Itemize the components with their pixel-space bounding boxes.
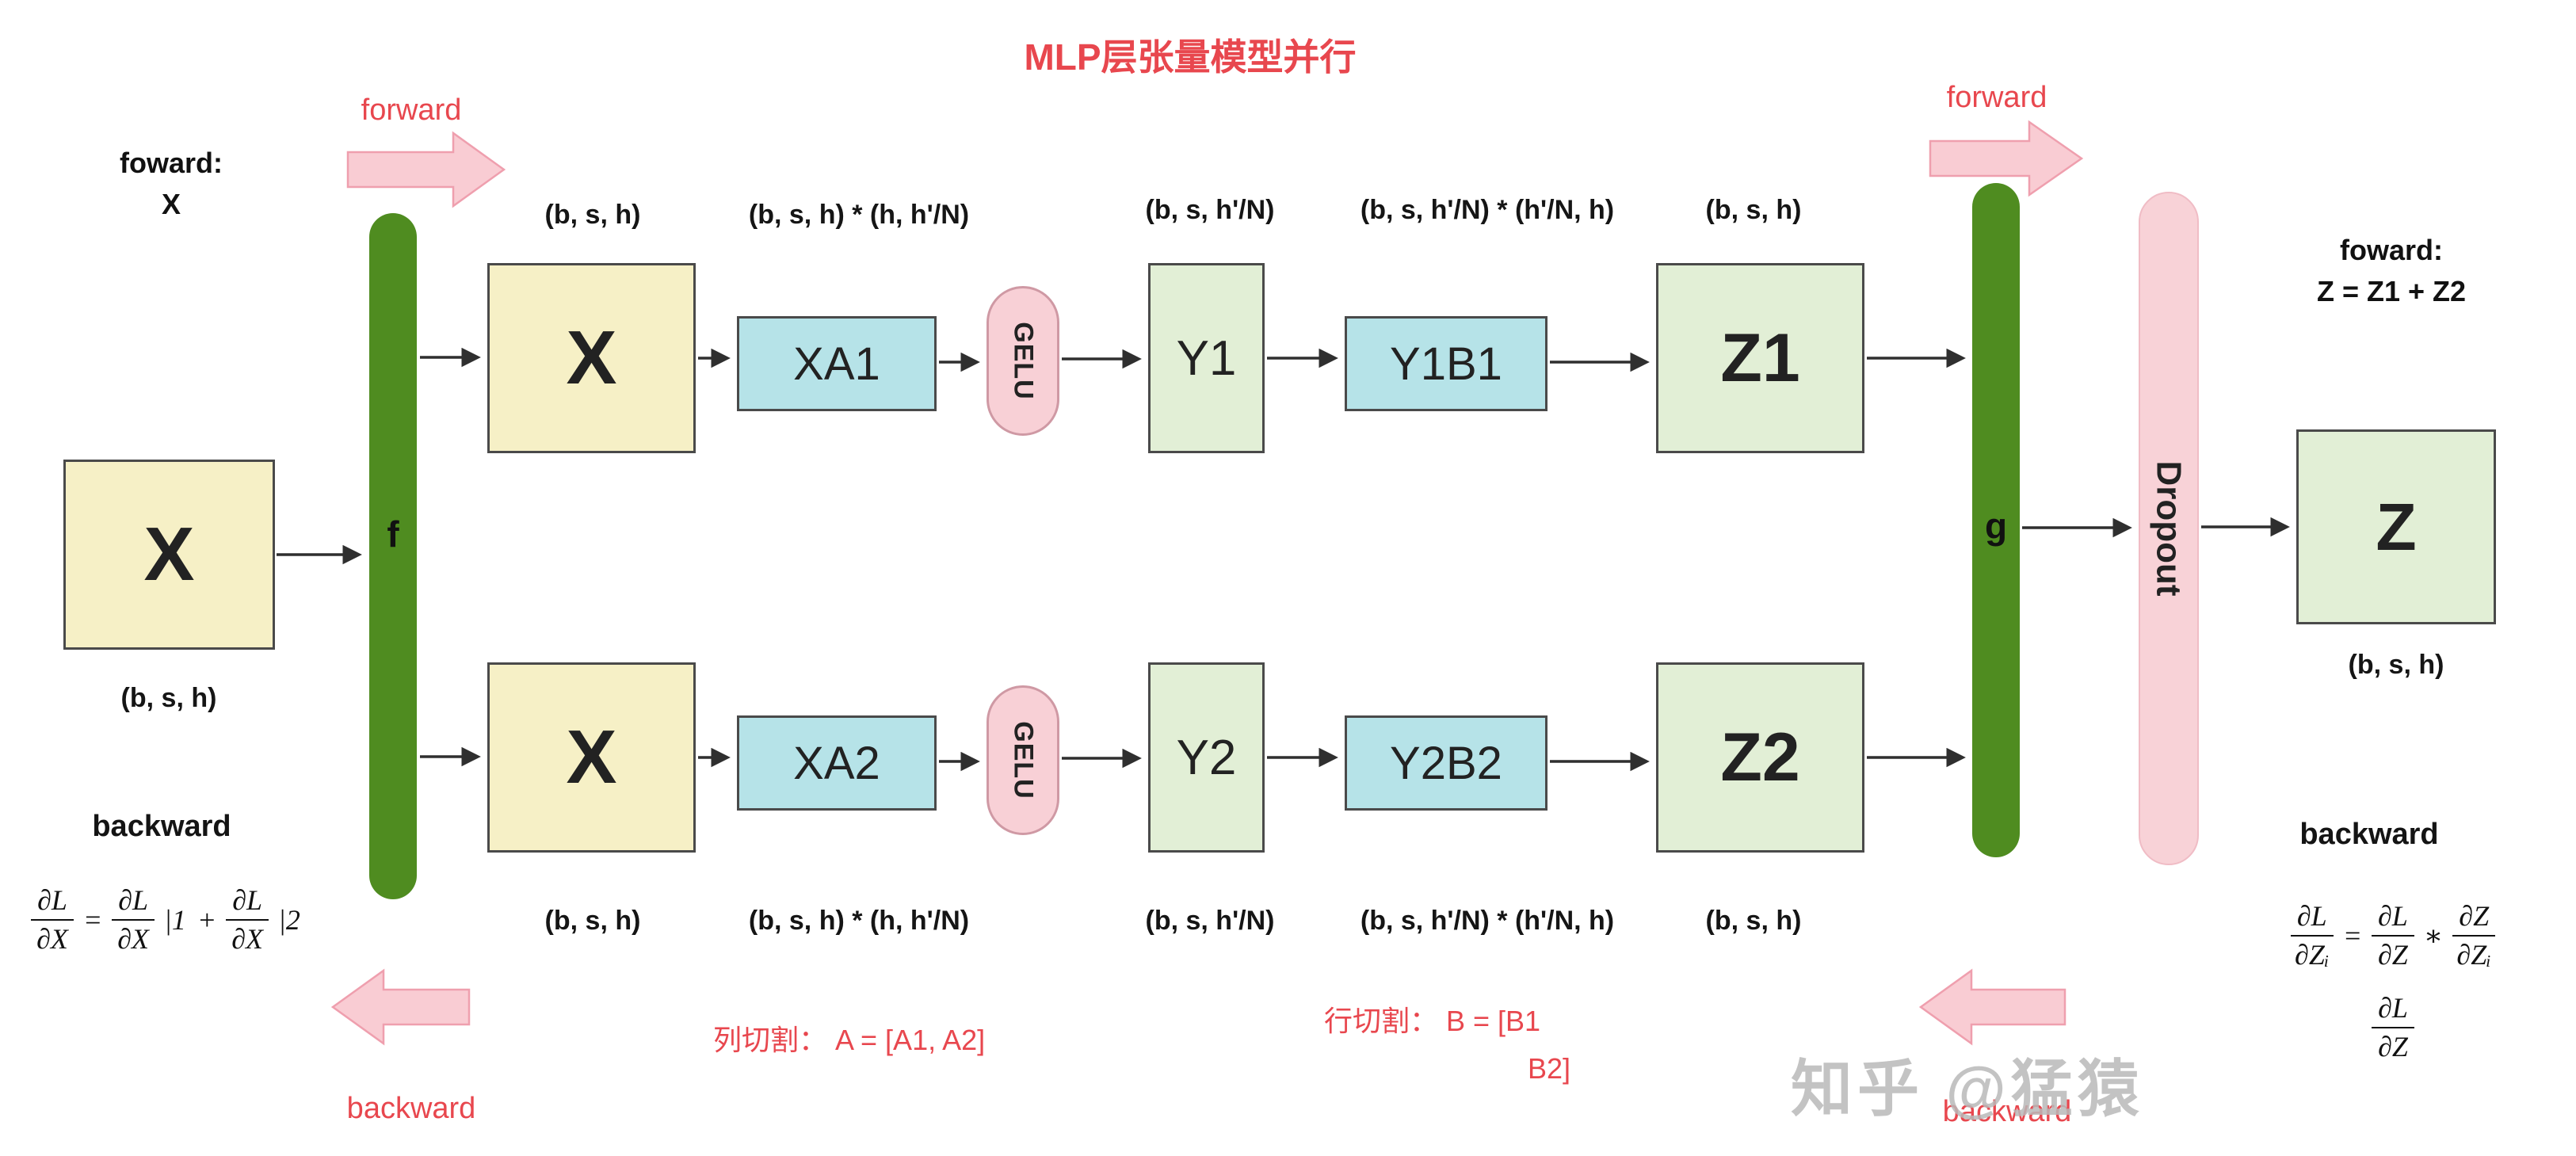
b1-xa-shape: (b, s, h) * (h, h'/N) [748,200,970,230]
b1-yb-box: Y1B1 [1345,316,1548,411]
b1-y-box: Y1 [1148,263,1265,453]
frac-den: ∂Zᵢ [2295,939,2330,971]
b2-x-label: X [566,715,617,799]
dropout-bar: Dropout [2139,192,2199,865]
row-split-annotation-line1: 行切割： B = [B1 [1324,1005,1541,1037]
backward-arrow-icon [1918,968,2067,1046]
b2-x-box: X [487,662,696,853]
column-split-annotation: 列切割： A = [A1, A2] [713,1024,986,1056]
forward-note-left-line1: foward: [120,147,223,179]
equals-sign: = [2342,920,2362,952]
input-x-label: X [143,512,195,597]
b2-yb-label: Y2B2 [1390,737,1502,789]
fraction: ∂L ∂Z [2372,992,2414,1064]
frac-den: ∂Z [2378,1031,2408,1063]
backward-formula-right-2: ∂L ∂Z [2337,992,2448,1064]
b2-gelu-capsule: GELU [987,685,1059,835]
fraction: ∂L ∂X [112,884,155,956]
forward-note-right: foward: Z = Z1 + Z2 [2317,230,2466,312]
forward-arrow-icon [346,131,506,208]
times-sign: ∗ [2423,920,2444,952]
b1-yb-label: Y1B1 [1390,338,1502,390]
plus-sign: + [197,904,217,937]
b2-yb-shape: (b, s, h'/N) * (h'/N, h) [1360,906,1615,936]
equals-sign: = [82,904,103,937]
b2-xa-box: XA2 [737,715,937,811]
forward-note-right-line1: foward: [2339,234,2443,266]
backward-label-right: backward [1942,1095,2072,1128]
forward-note-left-line2: X [161,188,181,221]
frac-den: ∂Zᵢ [2456,939,2491,971]
b2-gelu-label: GELU [1008,721,1039,799]
frac-den: ∂Z [2378,939,2408,971]
b2-z-shape: (b, s, h) [1705,906,1802,936]
b1-y-shape: (b, s, h'/N) [1145,195,1275,225]
b2-y-box: Y2 [1148,662,1265,853]
output-z-shape: (b, s, h) [2348,650,2444,680]
backward-label-left: backward [346,1092,476,1125]
g-operator-label: g [1984,506,2008,547]
frac-den: ∂X [231,923,263,956]
input-x-box: X [63,460,275,650]
forward-arrow-icon [1929,120,2084,197]
b1-xa-label: XA1 [793,338,880,390]
b1-x-box: X [487,263,696,453]
b2-z-box: Z2 [1656,662,1864,853]
b2-x-shape: (b, s, h) [544,906,641,936]
forward-note-right-line2: Z = Z1 + Z2 [2316,275,2467,308]
g-operator-bar: g [1972,183,2020,857]
b1-x-shape: (b, s, h) [544,200,641,230]
backward-formula-right: ∂L ∂Zᵢ = ∂L ∂Z ∗ ∂Z ∂Zᵢ [2234,900,2551,972]
fraction: ∂L ∂Z [2372,900,2414,972]
input-x-shape: (b, s, h) [120,683,217,713]
b1-gelu-label: GELU [1008,322,1039,400]
backward-title-right: backward [2299,818,2439,851]
restriction-1: |1 [164,904,186,937]
fraction: ∂L ∂Zᵢ [2290,900,2334,972]
frac-num: ∂L [112,884,155,921]
forward-note-left: foward: X [120,143,223,225]
b2-y-shape: (b, s, h'/N) [1145,906,1275,936]
frac-den: ∂X [117,923,149,956]
frac-num: ∂L [2372,992,2414,1029]
b2-xa-shape: (b, s, h) * (h, h'/N) [748,906,970,936]
b1-z-label: Z1 [1720,319,1800,396]
b2-z-label: Z2 [1720,719,1800,795]
b1-xa-box: XA1 [737,316,937,411]
row-split-annotation-line2: B2] [1528,1052,1571,1085]
backward-title-left: backward [92,810,231,843]
b2-yb-box: Y2B2 [1345,715,1548,811]
backward-arrow-icon [330,968,471,1046]
fraction: ∂L ∂X [31,884,74,956]
forward-label-right: forward [1946,81,2047,114]
backward-formula-left: ∂L ∂X = ∂L ∂X |1 + ∂L ∂X |2 [8,884,325,956]
fraction: ∂L ∂X [226,884,269,956]
frac-num: ∂L [2372,900,2414,937]
b1-yb-shape: (b, s, h'/N) * (h'/N, h) [1360,195,1615,225]
page-title: MLP层张量模型并行 [1024,36,1357,78]
b1-x-label: X [566,315,617,400]
forward-label-left: forward [361,93,462,127]
f-operator-label: f [387,513,399,555]
b2-y-label: Y2 [1176,730,1237,785]
b1-gelu-capsule: GELU [987,286,1059,436]
dropout-label: Dropout [2150,460,2189,597]
b1-z-box: Z1 [1656,263,1864,453]
b1-y-label: Y1 [1176,330,1237,386]
output-z-box: Z [2296,429,2496,624]
frac-den: ∂X [36,923,68,956]
watermark: 知乎 @猛猿 [1791,1054,2144,1124]
b1-z-shape: (b, s, h) [1705,195,1802,225]
b2-xa-label: XA2 [793,737,880,789]
frac-num: ∂L [2290,900,2334,937]
frac-num: ∂Z [2452,900,2496,937]
fraction: ∂Z ∂Zᵢ [2452,900,2496,972]
f-operator-bar: f [369,213,417,899]
restriction-2: |2 [278,904,300,937]
frac-num: ∂L [226,884,269,921]
output-z-label: Z [2376,489,2417,564]
frac-num: ∂L [31,884,74,921]
